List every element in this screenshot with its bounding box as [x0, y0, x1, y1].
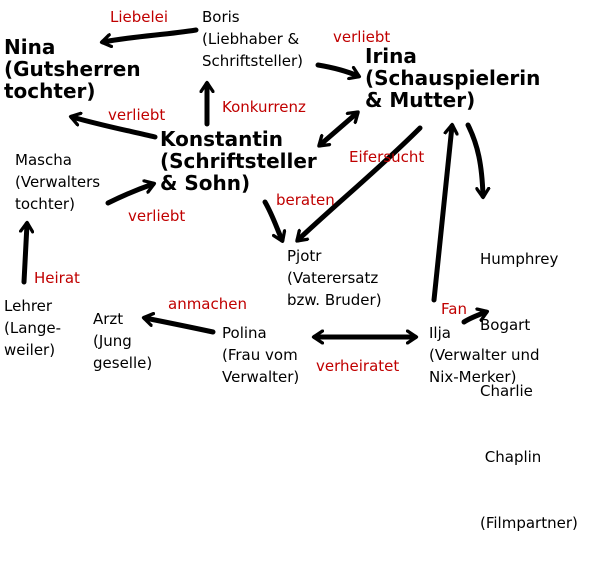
node-konstantin-line-1: Konstantin	[160, 127, 283, 151]
node-pjotr: Pjotr (Vaterersatz bzw. Bruder)	[287, 245, 382, 311]
label-boris-irina: verliebt	[333, 28, 391, 46]
node-arzt-line-3: geselle)	[93, 354, 153, 372]
arrow-irina-to-pjotr	[298, 125, 423, 240]
label-polina-ilja: verheiratet	[316, 357, 400, 375]
node-mascha-line-3: tochter)	[15, 195, 75, 213]
node-boris-line-3: Schriftsteller)	[202, 52, 304, 70]
node-konstantin: Konstantin (Schriftsteller & Sohn)	[160, 128, 317, 194]
node-ilja-line-3: Nix-Merker)	[429, 368, 517, 386]
node-nina: Nina (Gutsherren tochter)	[4, 36, 141, 102]
node-pjotr-line-3: bzw. Bruder)	[287, 291, 382, 309]
relationship-arrows	[0, 27, 600, 400]
node-humphrey-line-1: Humphrey	[480, 250, 559, 268]
arrow-konstantin-to-nina	[72, 117, 158, 140]
node-boris-line-2: (Liebhaber &	[202, 30, 300, 48]
node-lehrer-line-3: weiler)	[4, 341, 56, 359]
node-lehrer: Lehrer (Lange- weiler)	[4, 295, 61, 361]
label-ilja-humphrey: Fan	[441, 300, 467, 318]
node-konstantin-line-3: & Sohn)	[160, 171, 251, 195]
node-lehrer-line-1: Lehrer	[4, 297, 53, 315]
node-lehrer-line-2: (Lange-	[4, 319, 62, 337]
node-ilja-line-2: (Verwalter und	[429, 346, 540, 364]
node-arzt: Arzt (Jung geselle)	[93, 308, 152, 374]
label-konstantin-nina: verliebt	[108, 106, 166, 124]
node-mascha-line-2: (Verwalters	[15, 173, 101, 191]
arrow-boris-to-irina	[315, 62, 358, 76]
arrow-mascha-to-konstantin	[105, 184, 153, 206]
node-boris: Boris (Liebhaber & Schriftsteller)	[202, 6, 303, 72]
arrow-irina-to-humphrey	[465, 122, 483, 196]
node-humphrey-line-3: Charlie	[480, 382, 533, 400]
arrow-konstantin-to-pjotr	[262, 199, 282, 240]
node-mascha-line-1: Mascha	[15, 151, 72, 169]
node-polina-line-2: (Frau vom	[222, 346, 298, 364]
node-pjotr-line-1: Pjotr	[287, 247, 322, 265]
node-humphrey: Humphrey Bogart Charlie Chaplin (Filmpar…	[480, 204, 578, 578]
label-lehrer-mascha: Heirat	[34, 269, 80, 287]
node-ilja-line-1: Ilja	[429, 324, 451, 342]
node-arzt-line-2: (Jung	[93, 332, 132, 350]
character-relationship-diagram: Nina (Gutsherren tochter) Boris (Liebhab…	[0, 6, 600, 532]
node-irina-line-3: & Mutter)	[365, 88, 476, 112]
arrow-boris-to-nina	[103, 27, 199, 42]
node-nina-line-3: tochter)	[4, 79, 96, 103]
node-boris-line-1: Boris	[202, 8, 240, 26]
label-polina-arzt: anmachen	[168, 295, 247, 313]
node-polina: Polina (Frau vom Verwalter)	[222, 322, 299, 388]
label-konstantin-pjotr: beraten	[276, 191, 335, 209]
label-mascha-konstantin: verliebt	[128, 207, 186, 225]
label-konstantin-boris: Konkurrenz	[222, 98, 306, 116]
node-ilja: Ilja (Verwalter und Nix-Merker)	[429, 322, 540, 388]
node-irina: Irina (Schauspielerin & Mutter)	[365, 45, 540, 111]
label-boris-nina: Liebelei	[110, 8, 169, 26]
node-mascha: Mascha (Verwalters tochter)	[15, 149, 100, 215]
node-polina-line-1: Polina	[222, 324, 267, 342]
node-arzt-line-1: Arzt	[93, 310, 124, 328]
node-irina-line-1: Irina	[365, 44, 417, 68]
arrow-konstantin-irina-double	[320, 113, 357, 145]
node-humphrey-line-4: Chaplin	[480, 448, 542, 466]
arrow-lehrer-to-mascha	[24, 224, 27, 285]
node-pjotr-line-2: (Vaterersatz	[287, 269, 379, 287]
arrow-polina-to-arzt	[145, 318, 216, 335]
node-nina-line-2: (Gutsherren	[4, 57, 141, 81]
arrow-ilja-to-humphrey	[461, 312, 486, 325]
node-nina-line-1: Nina	[4, 35, 56, 59]
node-humphrey-line-2: Bogart	[480, 316, 531, 334]
arrow-ilja-to-irina	[431, 126, 452, 303]
node-irina-line-2: (Schauspielerin	[365, 66, 541, 90]
label-irina-pjotr: Eifersucht	[349, 148, 425, 166]
node-polina-line-3: Verwalter)	[222, 368, 300, 386]
node-humphrey-line-5: (Filmpartner)	[480, 514, 578, 532]
node-konstantin-line-2: (Schriftsteller	[160, 149, 317, 173]
